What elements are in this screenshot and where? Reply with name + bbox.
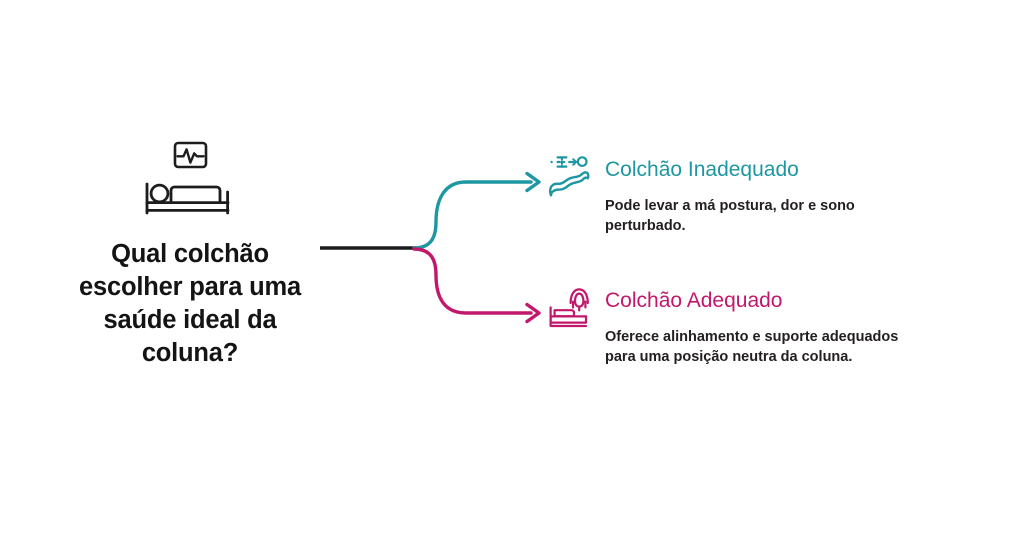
person-on-supportive-mattress-icon	[549, 288, 589, 328]
hospital-bed-with-ecg-monitor-icon	[145, 141, 230, 215]
root-node: Qual colchão escolher para uma saúde ide…	[40, 140, 340, 371]
branch-inadequado-description: Pode levar a má postura, dor e sono pert…	[605, 197, 855, 235]
branch-adequado: Colchão Adequado Oferece alinhamento e s…	[545, 283, 898, 382]
pink-arrowhead-icon	[525, 302, 541, 324]
branch-adequado-heading: Colchão Adequado	[605, 289, 783, 312]
root-question-title: Qual colchão escolher para uma saúde ide…	[79, 240, 301, 368]
person-on-sagging-mattress-icon	[549, 156, 590, 197]
branch-inadequado-body: Colchão Inadequado Pode levar a má postu…	[605, 152, 855, 251]
branch-adequado-description: Oferece alinhamento e suporte adequados …	[605, 328, 899, 366]
branch-inadequado-heading: Colchão Inadequado	[605, 158, 799, 181]
branch-adequado-body: Colchão Adequado Oferece alinhamento e s…	[605, 283, 898, 382]
teal-branch-connector	[412, 180, 533, 250]
pink-branch-connector	[412, 247, 533, 315]
branch-inadequado: Colchão Inadequado Pode levar a má postu…	[545, 152, 855, 251]
teal-arrowhead-icon	[525, 171, 541, 193]
